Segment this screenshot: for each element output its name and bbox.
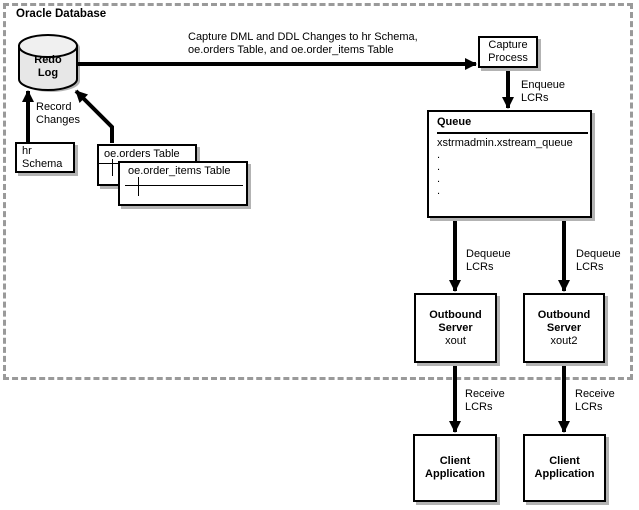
queue-ellipsis-dot: . bbox=[437, 149, 441, 161]
hr-schema-box: hr Schema bbox=[15, 142, 75, 173]
record-changes-label: Record Changes bbox=[36, 101, 81, 126]
queue-title: Queue bbox=[437, 116, 588, 134]
cylinder-body bbox=[18, 45, 78, 91]
outbound-server-name: xout2 bbox=[550, 334, 578, 347]
capture-process-box: Capture Process bbox=[478, 36, 538, 68]
outbound-server-title: Outbound Server bbox=[429, 308, 482, 334]
capture-process-label: Capture Process bbox=[488, 39, 528, 64]
outbound-server-title: Outbound Server bbox=[537, 308, 591, 334]
oracle-database-title: Oracle Database bbox=[16, 8, 107, 20]
queue-ellipsis-dot: . bbox=[437, 173, 441, 185]
client-application-box-left: Client Application bbox=[413, 434, 497, 502]
oe-orders-table-label: oe.orders Table bbox=[104, 148, 180, 160]
capture-changes-caption: Capture DML and DDL Changes to hr Schema… bbox=[188, 31, 418, 56]
cylinder-top bbox=[18, 34, 78, 58]
oe-order-items-table-label: oe.order_items Table bbox=[128, 165, 231, 177]
queue-box: Queue xstrmadmin.xstream_queue . . . . bbox=[427, 110, 592, 218]
queue-ellipsis-dot: . bbox=[437, 161, 441, 173]
queue-ellipsis-dot: . bbox=[437, 185, 441, 197]
outbound-server-xout2-box: Outbound Server xout2 bbox=[523, 293, 605, 363]
oracle-database-boundary bbox=[3, 3, 633, 380]
dequeue-lcrs-label-left: Dequeue LCRs bbox=[466, 248, 511, 273]
redo-log-cylinder-icon bbox=[18, 34, 80, 92]
receive-lcrs-label-right: Receive LCRs bbox=[575, 388, 615, 413]
receive-lcrs-label-left: Receive LCRs bbox=[465, 388, 505, 413]
hr-schema-label: hr Schema bbox=[22, 144, 63, 170]
outbound-server-name: xout bbox=[445, 334, 466, 347]
client-application-label: Client Application bbox=[534, 455, 595, 480]
table-column-line bbox=[138, 177, 139, 196]
queue-name: xstrmadmin.xstream_queue bbox=[437, 137, 573, 149]
redo-log-label: Redo Log bbox=[34, 54, 62, 79]
oe-order-items-table-box: oe.order_items Table bbox=[118, 161, 248, 206]
table-column-line bbox=[112, 159, 113, 176]
arrow-record-changes-orders bbox=[74, 89, 114, 143]
dequeue-lcrs-label-right: Dequeue LCRs bbox=[576, 248, 621, 273]
client-application-label: Client Application bbox=[425, 455, 485, 480]
table-row-line bbox=[125, 185, 243, 186]
outbound-server-xout-box: Outbound Server xout bbox=[414, 293, 497, 363]
enqueue-lcrs-label: Enqueue LCRs bbox=[521, 79, 566, 104]
client-application-box-right: Client Application bbox=[523, 434, 606, 502]
